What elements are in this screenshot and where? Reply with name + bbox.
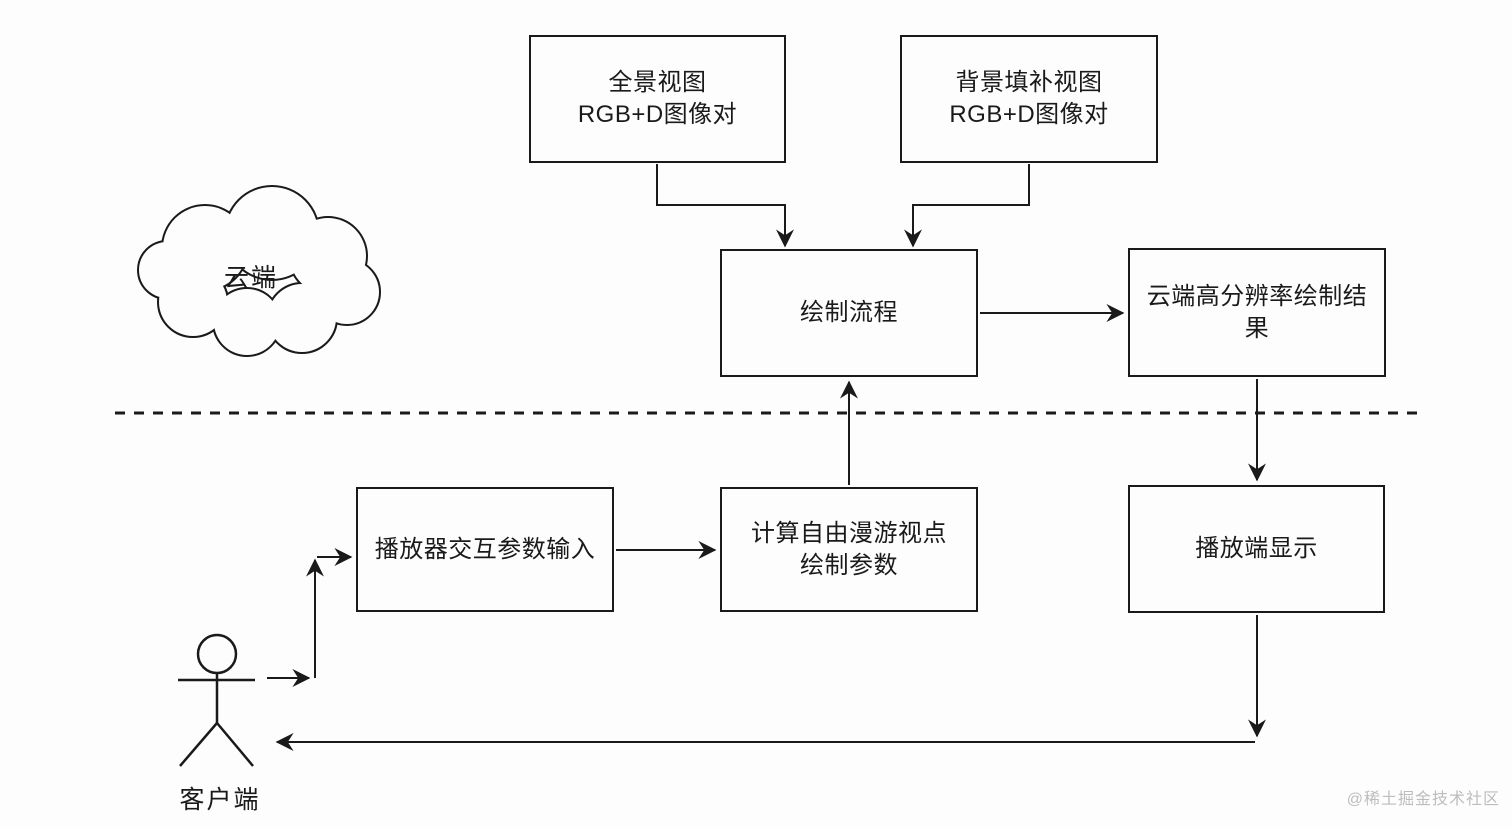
node-panorama-view: 全景视图 RGB+D图像对 xyxy=(529,35,786,163)
cloud-zone-label: 云端 xyxy=(223,264,278,292)
node-background-fill-view: 背景填补视图 RGB+D图像对 xyxy=(900,35,1158,163)
arrow-panorama-to-render xyxy=(656,164,794,248)
node-cloud-result: 云端高分辨率绘制结果 xyxy=(1128,248,1386,377)
cloud-shape xyxy=(137,185,381,357)
node-viewpoint-calc: 计算自由漫游视点 绘制参数 xyxy=(720,487,978,612)
client-person-icon xyxy=(178,633,255,767)
node-player-display: 播放端显示 xyxy=(1128,485,1385,613)
client-zone-label: 客户端 xyxy=(179,786,261,814)
arrow-backgroundfill-to-render xyxy=(904,164,1030,248)
watermark: @稀土掘金技术社区 xyxy=(1346,791,1500,808)
node-player-input: 播放器交互参数输入 xyxy=(356,487,614,612)
node-render-pipeline: 绘制流程 xyxy=(720,249,978,377)
